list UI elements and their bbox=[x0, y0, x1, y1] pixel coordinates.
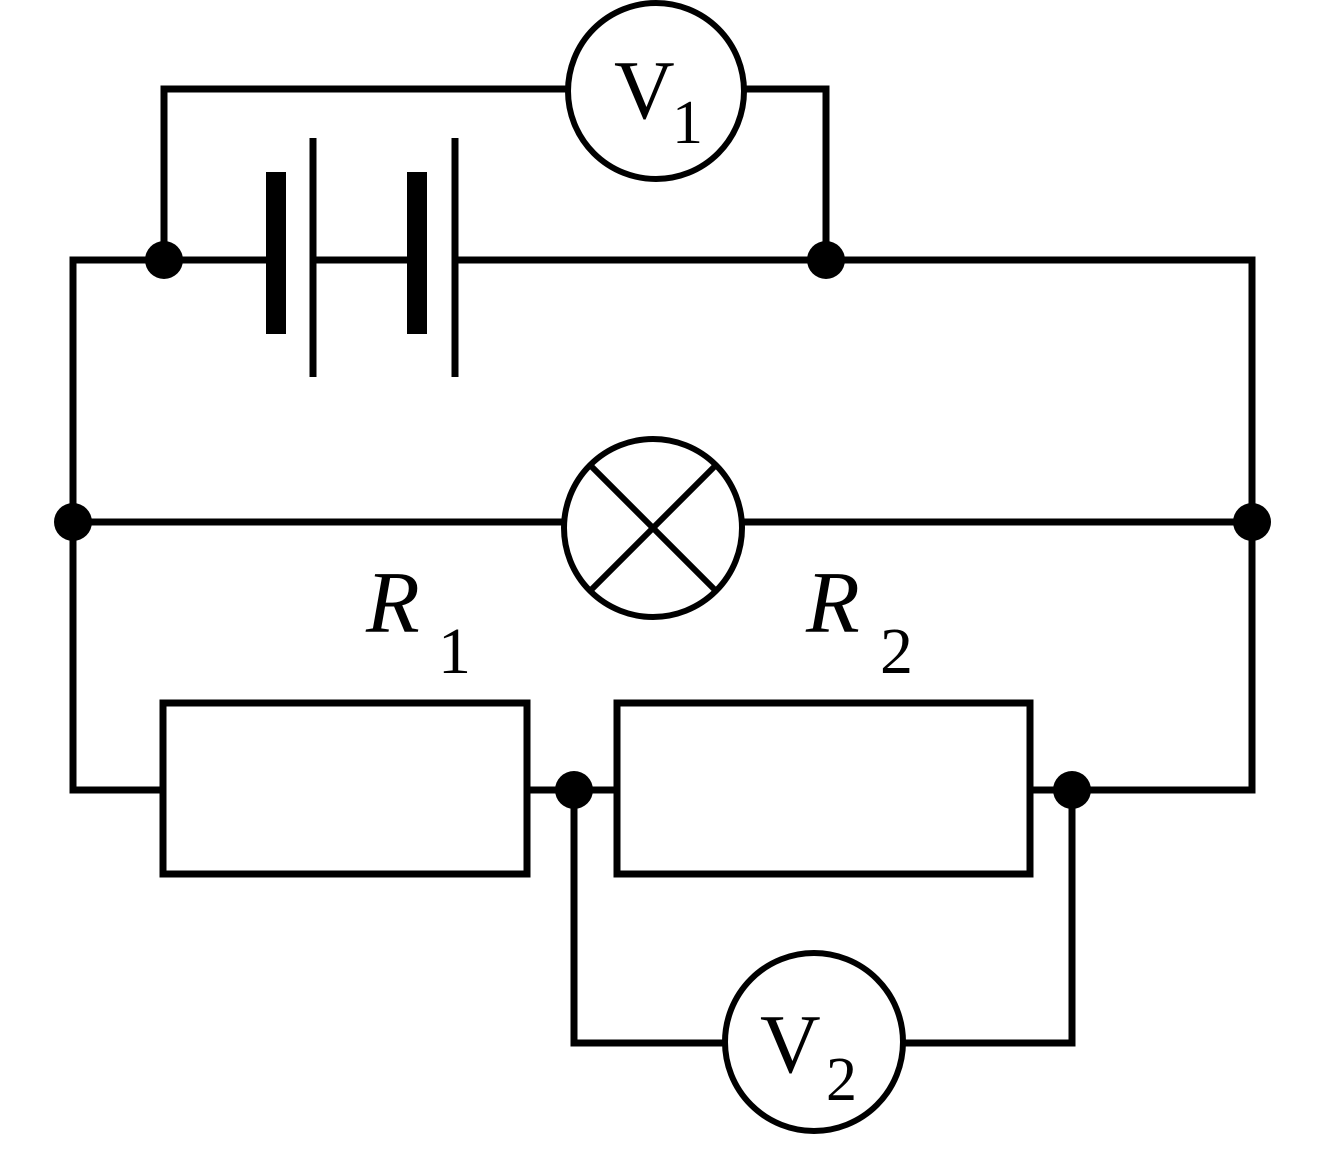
resistor-r1-letter: R bbox=[365, 555, 420, 652]
resistor-r2-label: R 2 bbox=[805, 555, 913, 688]
wire-v2-left bbox=[570, 786, 729, 1047]
wire-bottom-left bbox=[69, 518, 167, 794]
voltmeter-v2: V 2 bbox=[722, 950, 906, 1134]
junction-dot bbox=[1053, 771, 1091, 809]
lamp bbox=[561, 436, 745, 620]
voltmeter-v2-subscript: 2 bbox=[826, 1046, 857, 1114]
voltmeter-v1: V 1 bbox=[565, 0, 747, 182]
wire-top-left bbox=[69, 256, 272, 526]
voltmeter-v2-circle bbox=[722, 950, 906, 1134]
resistor-r1-subscript: 1 bbox=[438, 615, 471, 688]
resistor-r1-label: R 1 bbox=[365, 555, 471, 688]
wire-v2-right bbox=[899, 786, 1076, 1047]
wire-bottom-right bbox=[1026, 518, 1256, 794]
resistor-r2-letter: R bbox=[805, 555, 860, 652]
resistor-r1 bbox=[159, 699, 531, 878]
junction-dot bbox=[555, 771, 593, 809]
battery-cell-1-negative-plate bbox=[266, 172, 286, 334]
junctions bbox=[54, 241, 1271, 809]
lamp-cross-line-2 bbox=[587, 462, 719, 594]
voltmeter-v1-subscript: 1 bbox=[672, 89, 703, 157]
junction-dot bbox=[807, 241, 845, 279]
resistor-r2 bbox=[613, 699, 1034, 878]
junction-dot bbox=[145, 241, 183, 279]
junction-dot bbox=[1233, 503, 1271, 541]
wires bbox=[69, 85, 1256, 1047]
resistor-r2-subscript: 2 bbox=[880, 615, 913, 688]
battery-cell-2-negative-plate bbox=[407, 172, 427, 334]
wire-v1-left bbox=[160, 85, 572, 264]
voltmeter-v1-letter: V bbox=[614, 44, 675, 137]
voltmeter-v2-letter: V bbox=[760, 998, 821, 1091]
wire-v1-right bbox=[740, 85, 830, 264]
wire-top-right bbox=[452, 256, 1256, 526]
battery bbox=[266, 138, 459, 377]
voltmeter-v1-circle bbox=[565, 0, 747, 182]
junction-dot bbox=[54, 503, 92, 541]
